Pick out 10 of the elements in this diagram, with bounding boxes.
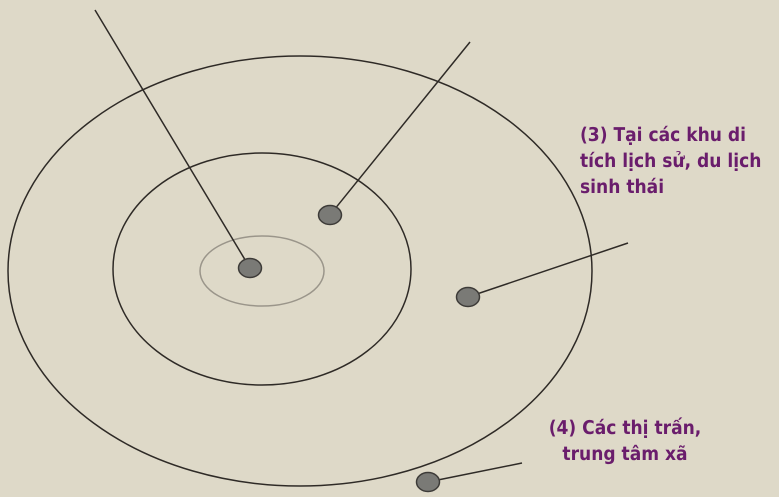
leader-line bbox=[478, 242, 628, 294]
location-dot bbox=[237, 257, 263, 279]
callout-label: (4) Các thị trấn, trung tâm xã bbox=[548, 416, 702, 467]
location-dot bbox=[415, 471, 441, 493]
callout-label: (3) Tại các khu di tích lịch sử, du lịch sinh thái bbox=[580, 123, 762, 200]
location-dot bbox=[317, 204, 343, 226]
leader-line bbox=[336, 42, 471, 208]
location-dot bbox=[455, 286, 481, 308]
leader-line bbox=[440, 462, 522, 480]
leader-line bbox=[94, 10, 246, 260]
